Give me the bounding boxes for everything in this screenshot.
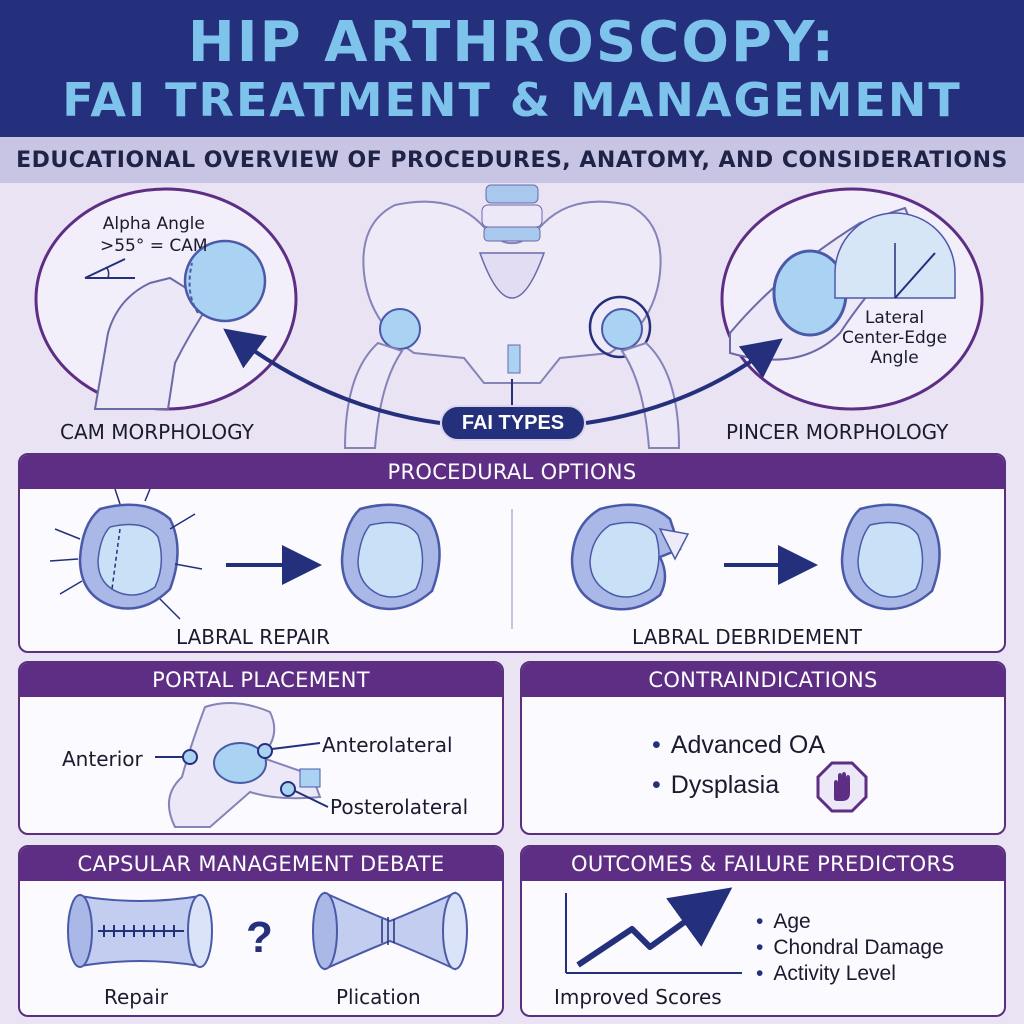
capsule-plication-graphic xyxy=(312,891,468,971)
contraindications-heading: CONTRAINDICATIONS xyxy=(522,663,1004,697)
outcomes-heading: OUTCOMES & FAILURE PREDICTORS xyxy=(522,847,1004,881)
posterolateral-portal-marker xyxy=(280,781,296,797)
capsular-management-panel: CAPSULAR MANAGEMENT DEBATE ? Repair Plic… xyxy=(18,845,504,1017)
capsular-management-heading: CAPSULAR MANAGEMENT DEBATE xyxy=(20,847,502,881)
arrow-to-cam xyxy=(223,328,441,425)
center-edge-annotation: Lateral Center-Edge Angle xyxy=(842,308,948,368)
capsule-plication-label: Plication xyxy=(336,985,421,1009)
list-item: •Age xyxy=(756,910,811,933)
contraindications-panel: CONTRAINDICATIONS •Advanced OA •Dysplasi… xyxy=(520,661,1006,835)
procedural-options-panel: PROCEDURAL OPTIONS LAB xyxy=(18,453,1006,653)
labrum-debridement-graphic xyxy=(570,503,690,611)
portal-diagram xyxy=(155,702,329,828)
failure-predictors-list: •Age •Chondral Damage •Activity Level xyxy=(756,909,944,987)
contraindications-list: •Advanced OA •Dysplasia xyxy=(652,725,825,805)
anterolateral-portal-label: Anterolateral xyxy=(322,733,453,757)
labrum-torn-graphic xyxy=(49,489,203,620)
fai-anatomy-section: Alpha Angle >55° = CAM Lateral Center-Ed… xyxy=(0,183,1024,453)
labrum-debrided-graphic xyxy=(840,503,941,611)
list-item: •Activity Level xyxy=(756,962,896,985)
anterior-portal-label: Anterior xyxy=(62,747,143,771)
posterolateral-portal-label: Posterolateral xyxy=(330,795,469,819)
list-item: •Chondral Damage xyxy=(756,936,944,959)
anatomy-illustration xyxy=(34,184,984,449)
anterior-portal-marker xyxy=(182,749,198,765)
stop-hand-icon xyxy=(816,761,868,813)
labrum-repaired-graphic xyxy=(340,503,441,611)
labral-repair-caption: LABRAL REPAIR xyxy=(176,625,331,649)
graph-caption: Improved Scores xyxy=(554,985,722,1009)
list-item: •Dysplasia xyxy=(652,771,780,799)
page-title-line2: FAI TREATMENT & MANAGEMENT xyxy=(62,72,962,127)
outcomes-panel: OUTCOMES & FAILURE PREDICTORS Improved S… xyxy=(520,845,1006,1017)
pincer-morphology-label: PINCER MORPHOLOGY xyxy=(726,420,949,444)
capsule-illustration xyxy=(67,891,468,971)
portal-placement-panel: PORTAL PLACEMENT Anterior Anterolateral … xyxy=(18,661,504,835)
portal-placement-heading: PORTAL PLACEMENT xyxy=(20,663,502,697)
capsule-repair-graphic xyxy=(67,894,213,968)
fai-types-badge: FAI TYPES xyxy=(440,405,586,441)
capsule-repair-label: Repair xyxy=(104,985,169,1009)
pelvis-illustration xyxy=(343,184,681,449)
subtitle-bar: EDUCATIONAL OVERVIEW OF PROCEDURES, ANAT… xyxy=(0,137,1024,183)
anterolateral-portal-marker xyxy=(257,743,273,759)
procedural-options-heading: PROCEDURAL OPTIONS xyxy=(20,455,1004,489)
labral-debridement-caption: LABRAL DEBRIDEMENT xyxy=(632,625,862,649)
pincer-detail-circle xyxy=(720,187,984,411)
arrow-to-pincer xyxy=(585,338,783,425)
list-item: •Advanced OA xyxy=(652,731,826,759)
alpha-angle-annotation: Alpha Angle >55° = CAM xyxy=(100,214,208,256)
page-title-line1: HIP ARTHROSCOPY: xyxy=(187,9,837,75)
header-banner: HIP ARTHROSCOPY: FAI TREATMENT & MANAGEM… xyxy=(0,0,1024,137)
cam-morphology-label: CAM MORPHOLOGY xyxy=(60,420,254,444)
labral-procedures-illustration xyxy=(49,489,941,629)
debate-question-mark: ? xyxy=(246,913,273,962)
improvement-graph xyxy=(565,887,742,974)
page-subtitle: EDUCATIONAL OVERVIEW OF PROCEDURES, ANAT… xyxy=(16,147,1008,173)
